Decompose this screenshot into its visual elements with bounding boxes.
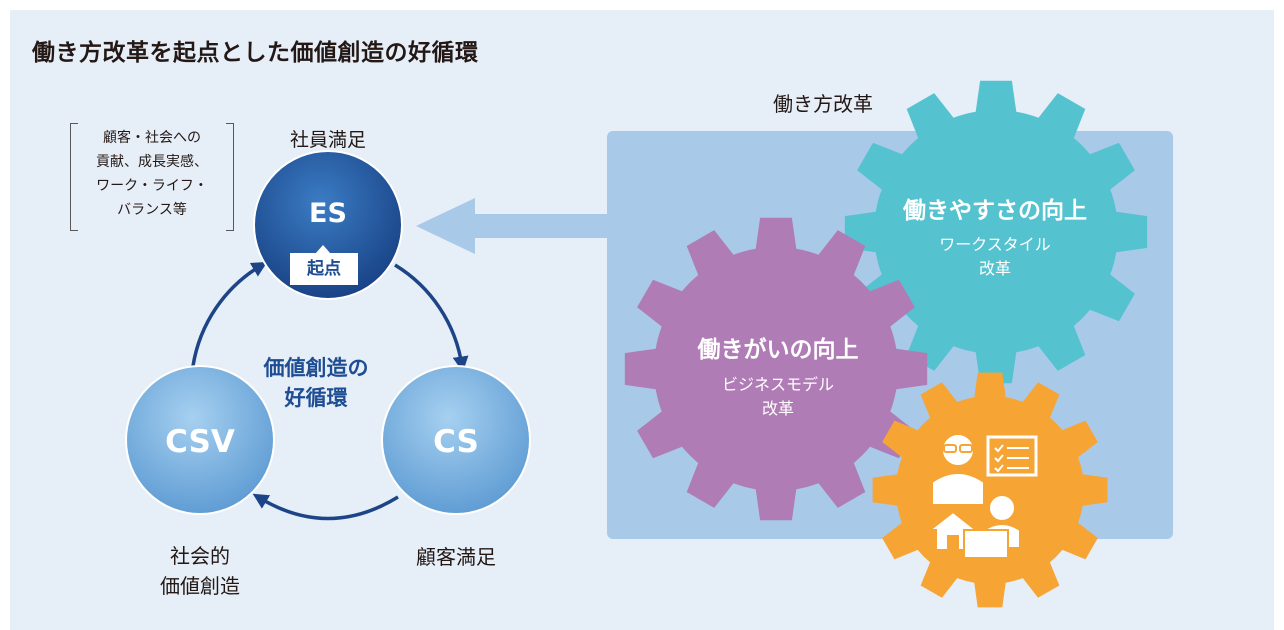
- cycle-arrow-es-to-cs: [394, 263, 469, 373]
- gear-purple-subtitle: ビジネスモデル 改革: [678, 373, 878, 421]
- es-label: 社員満足: [289, 129, 366, 151]
- csv-circle: [125, 365, 275, 515]
- gear-teal-sub-line: ワークスタイル: [939, 235, 1051, 254]
- gear-teal-title: 働きやすさの向上: [903, 198, 1087, 224]
- cycle-label-line: 好循環: [284, 386, 348, 410]
- remote-work-people-icon: [927, 433, 1038, 559]
- reform-label: 働き方改革: [773, 92, 873, 116]
- cycle-label-line: 価値創造の: [263, 356, 369, 380]
- cycle-label: 価値創造の 好循環: [246, 353, 386, 413]
- note-right-bracket: [226, 123, 234, 231]
- csv-label-line: 価値創造: [160, 574, 240, 598]
- es-abbr: ES: [309, 198, 347, 229]
- cycle-arrow-csv-to-es: [191, 261, 268, 367]
- page-title: 働き方改革を起点とした価値創造の好循環: [32, 40, 479, 66]
- cs-abbr: CS: [433, 424, 479, 460]
- gear-purple-title: 働きがいの向上: [697, 337, 859, 363]
- note-line: バランス等: [117, 202, 187, 218]
- gear-purple-sub-line: 改革: [761, 399, 794, 418]
- gear-teal-sub-line: 改革: [978, 259, 1011, 278]
- note-line: ワーク・ライフ・: [96, 178, 208, 194]
- note-line: 顧客・社会への: [103, 130, 201, 146]
- note-line: 貢献、成長実感、: [96, 154, 208, 170]
- es-start-badge: 起点: [290, 253, 358, 285]
- csv-abbr: CSV: [165, 424, 235, 460]
- note-text: 顧客・社会への 貢献、成長実感、 ワーク・ライフ・ バランス等: [80, 126, 224, 222]
- cycle-arrow-cs-to-csv: [252, 493, 399, 521]
- cs-label: 顧客満足: [416, 545, 496, 569]
- es-badge-notch: [315, 245, 331, 254]
- csv-label-line: 社会的: [170, 544, 230, 568]
- gear-purple-sub-line: ビジネスモデル: [721, 375, 834, 394]
- es-factors-note: 顧客・社会への 貢献、成長実感、 ワーク・ライフ・ バランス等: [70, 123, 234, 231]
- gear-purple: [624, 217, 928, 521]
- note-left-bracket: [70, 123, 78, 231]
- cs-circle: [381, 365, 531, 515]
- csv-label: 社会的 価値創造: [140, 541, 260, 601]
- gear-orange: [872, 372, 1108, 608]
- gear-teal: [844, 80, 1148, 384]
- reform-to-es-arrow: [416, 198, 607, 254]
- gear-teal-subtitle: ワークスタイル 改革: [895, 233, 1095, 281]
